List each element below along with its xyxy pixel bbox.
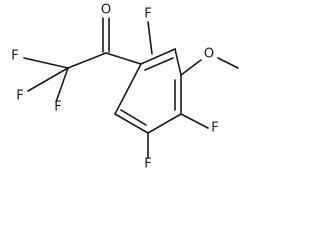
atom-label-carbonyl-oxygen: O	[101, 3, 111, 18]
structure-drawing: O F F F F O F F	[11, 3, 239, 172]
bond-cf3-c-to-f2	[27, 67, 69, 92]
bond-cf3-c-to-f1	[23, 57, 69, 69]
atom-label-ring-fluorine-2: F	[144, 7, 151, 22]
bond-ring-to-f-top	[147, 21, 153, 55]
atom-label-cf3-fluorine-1: F	[11, 49, 18, 64]
bond-carbonyl-to-ring	[105, 52, 142, 65]
ring-bond-5-6	[114, 113, 149, 134]
ring-inner-bond-a	[144, 57, 174, 71]
bond-cf3-c-to-f3	[55, 67, 69, 103]
bond-ring-to-f-right	[180, 113, 209, 129]
bond-cf3-to-carbonyl	[67, 52, 107, 69]
atom-label-ring-fluorine-4: F	[211, 121, 218, 136]
atom-label-cf3-fluorine-2: F	[16, 89, 23, 104]
bond-ring-to-methoxy-o	[180, 59, 202, 76]
ring-bond-4-5	[147, 113, 182, 134]
atom-label-methoxy-oxygen: O	[204, 47, 214, 62]
atom-label-ring-fluorine-5: F	[144, 157, 151, 172]
ring-bond-1-2	[140, 48, 176, 65]
atom-label-cf3-fluorine-3: F	[54, 100, 61, 115]
ring-inner-bond-c	[120, 109, 147, 126]
molecule-canvas: O F F F F O F F	[11, 3, 239, 172]
ring-bond-6-1	[114, 63, 142, 115]
ring-bond-2-3	[174, 48, 182, 76]
bond-methoxy-o-to-ch3	[217, 57, 239, 69]
